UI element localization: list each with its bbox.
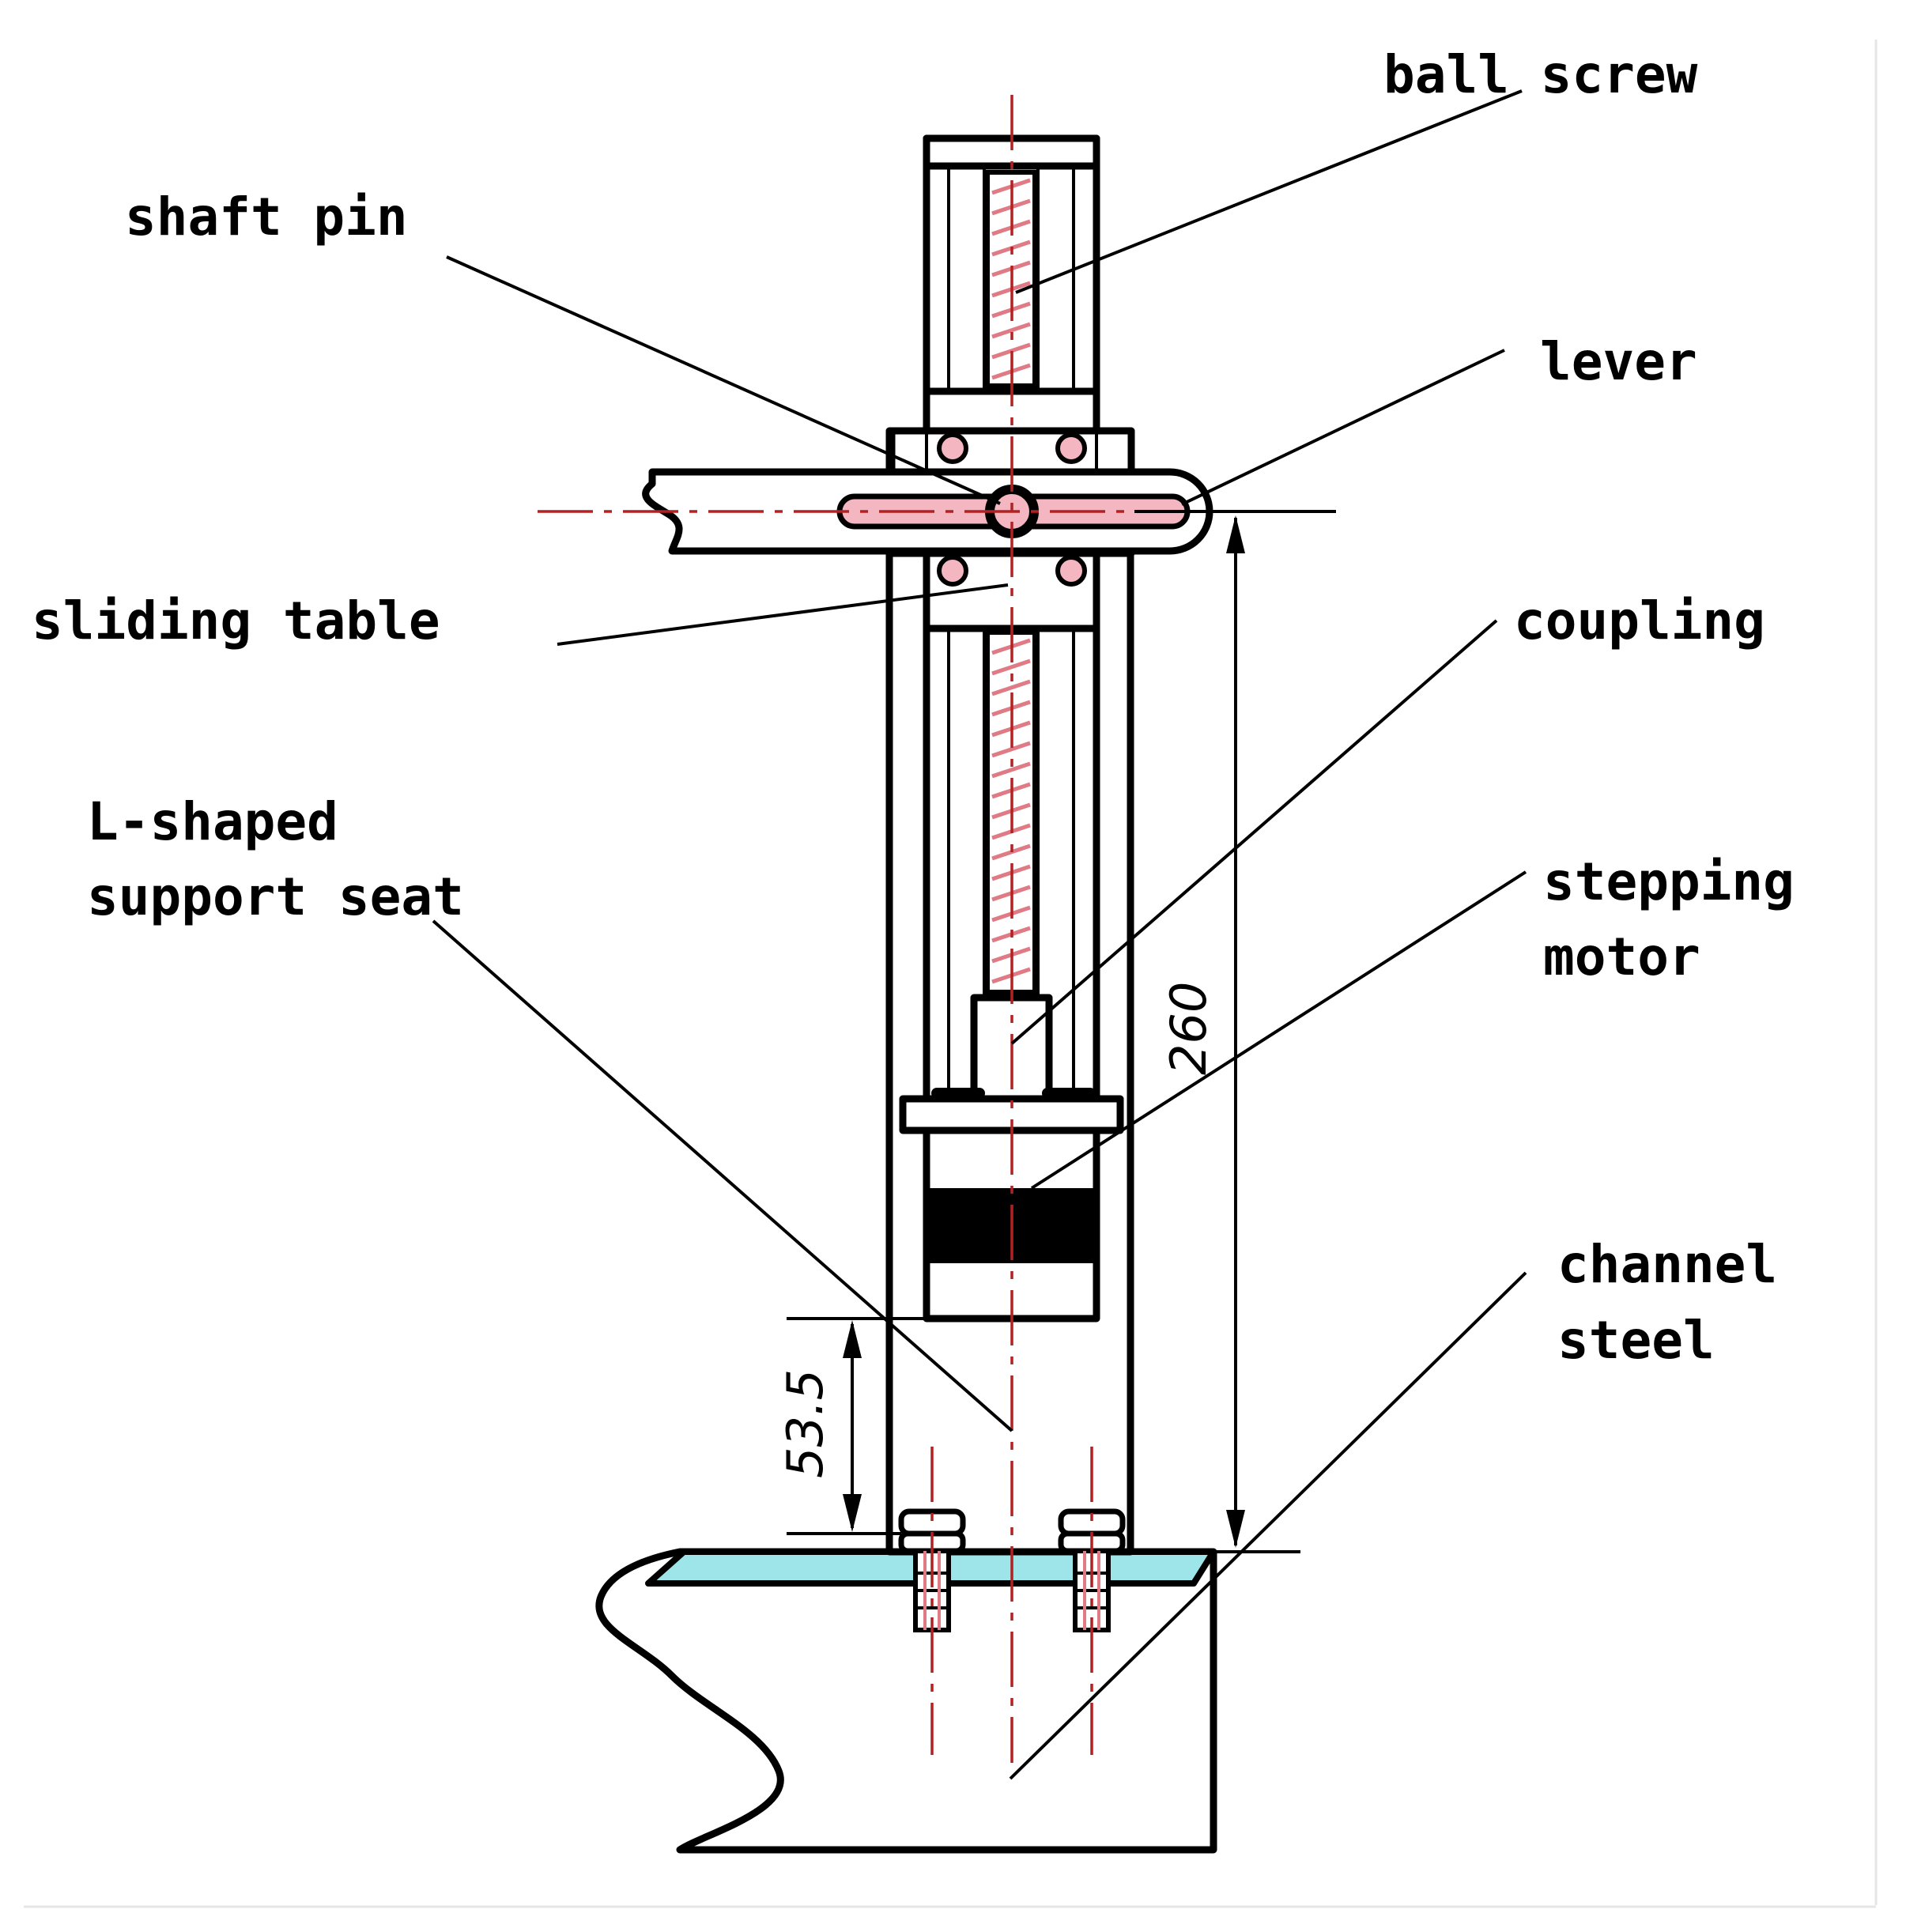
- label-channel-steel-line2: steel: [1557, 1310, 1715, 1371]
- label-stepping-motor-line1: stepping: [1543, 851, 1795, 912]
- dimension-53-5: 53.5: [776, 1317, 927, 1535]
- screw-thread-line: [991, 741, 1031, 758]
- label-ball-screw: ball screw: [1383, 44, 1698, 105]
- leader-sliding-table: [557, 583, 1009, 646]
- leader-stepping-motor: [1030, 870, 1527, 1190]
- channel-steel: [595, 1548, 1217, 1854]
- label-l-shaped-line1: L-shaped: [87, 791, 338, 852]
- label-l-shaped-line2: support seat: [87, 866, 464, 927]
- leader-lever: [1181, 349, 1505, 506]
- page-frame: [24, 40, 1878, 1908]
- label-shaft-pin: shaft pin: [125, 187, 408, 247]
- screw-thread-line: [991, 679, 1031, 696]
- table-bolt: [1055, 432, 1087, 464]
- label-lever: lever: [1540, 331, 1697, 392]
- screw-thread-line: [991, 322, 1031, 339]
- dimension-260: 260: [1130, 510, 1336, 1553]
- leader-l-shaped: [432, 919, 1013, 1432]
- label-stepping-motor-line2: motor: [1543, 926, 1700, 987]
- leader-ball-screw: [1015, 89, 1523, 294]
- labels: ball screw shaft pin lever sliding table…: [32, 44, 1795, 1371]
- leader-coupling: [1010, 619, 1498, 1045]
- label-coupling: coupling: [1514, 591, 1765, 651]
- leader-channel-steel: [1009, 1271, 1527, 1780]
- screw-thread-line: [991, 761, 1031, 779]
- table-bolt: [1055, 555, 1087, 587]
- label-channel-steel-line1: channel: [1557, 1234, 1777, 1295]
- screw-thread-line: [991, 658, 1031, 676]
- leader-shaft-pin: [446, 255, 1001, 505]
- table-bolt: [937, 432, 968, 464]
- dimension-53-5-text: 53.5: [776, 1369, 834, 1478]
- label-sliding-table: sliding table: [32, 591, 440, 651]
- leader-lines: [432, 89, 1527, 1780]
- table-bolt: [937, 555, 968, 587]
- dimension-260-text: 260: [1160, 982, 1217, 1075]
